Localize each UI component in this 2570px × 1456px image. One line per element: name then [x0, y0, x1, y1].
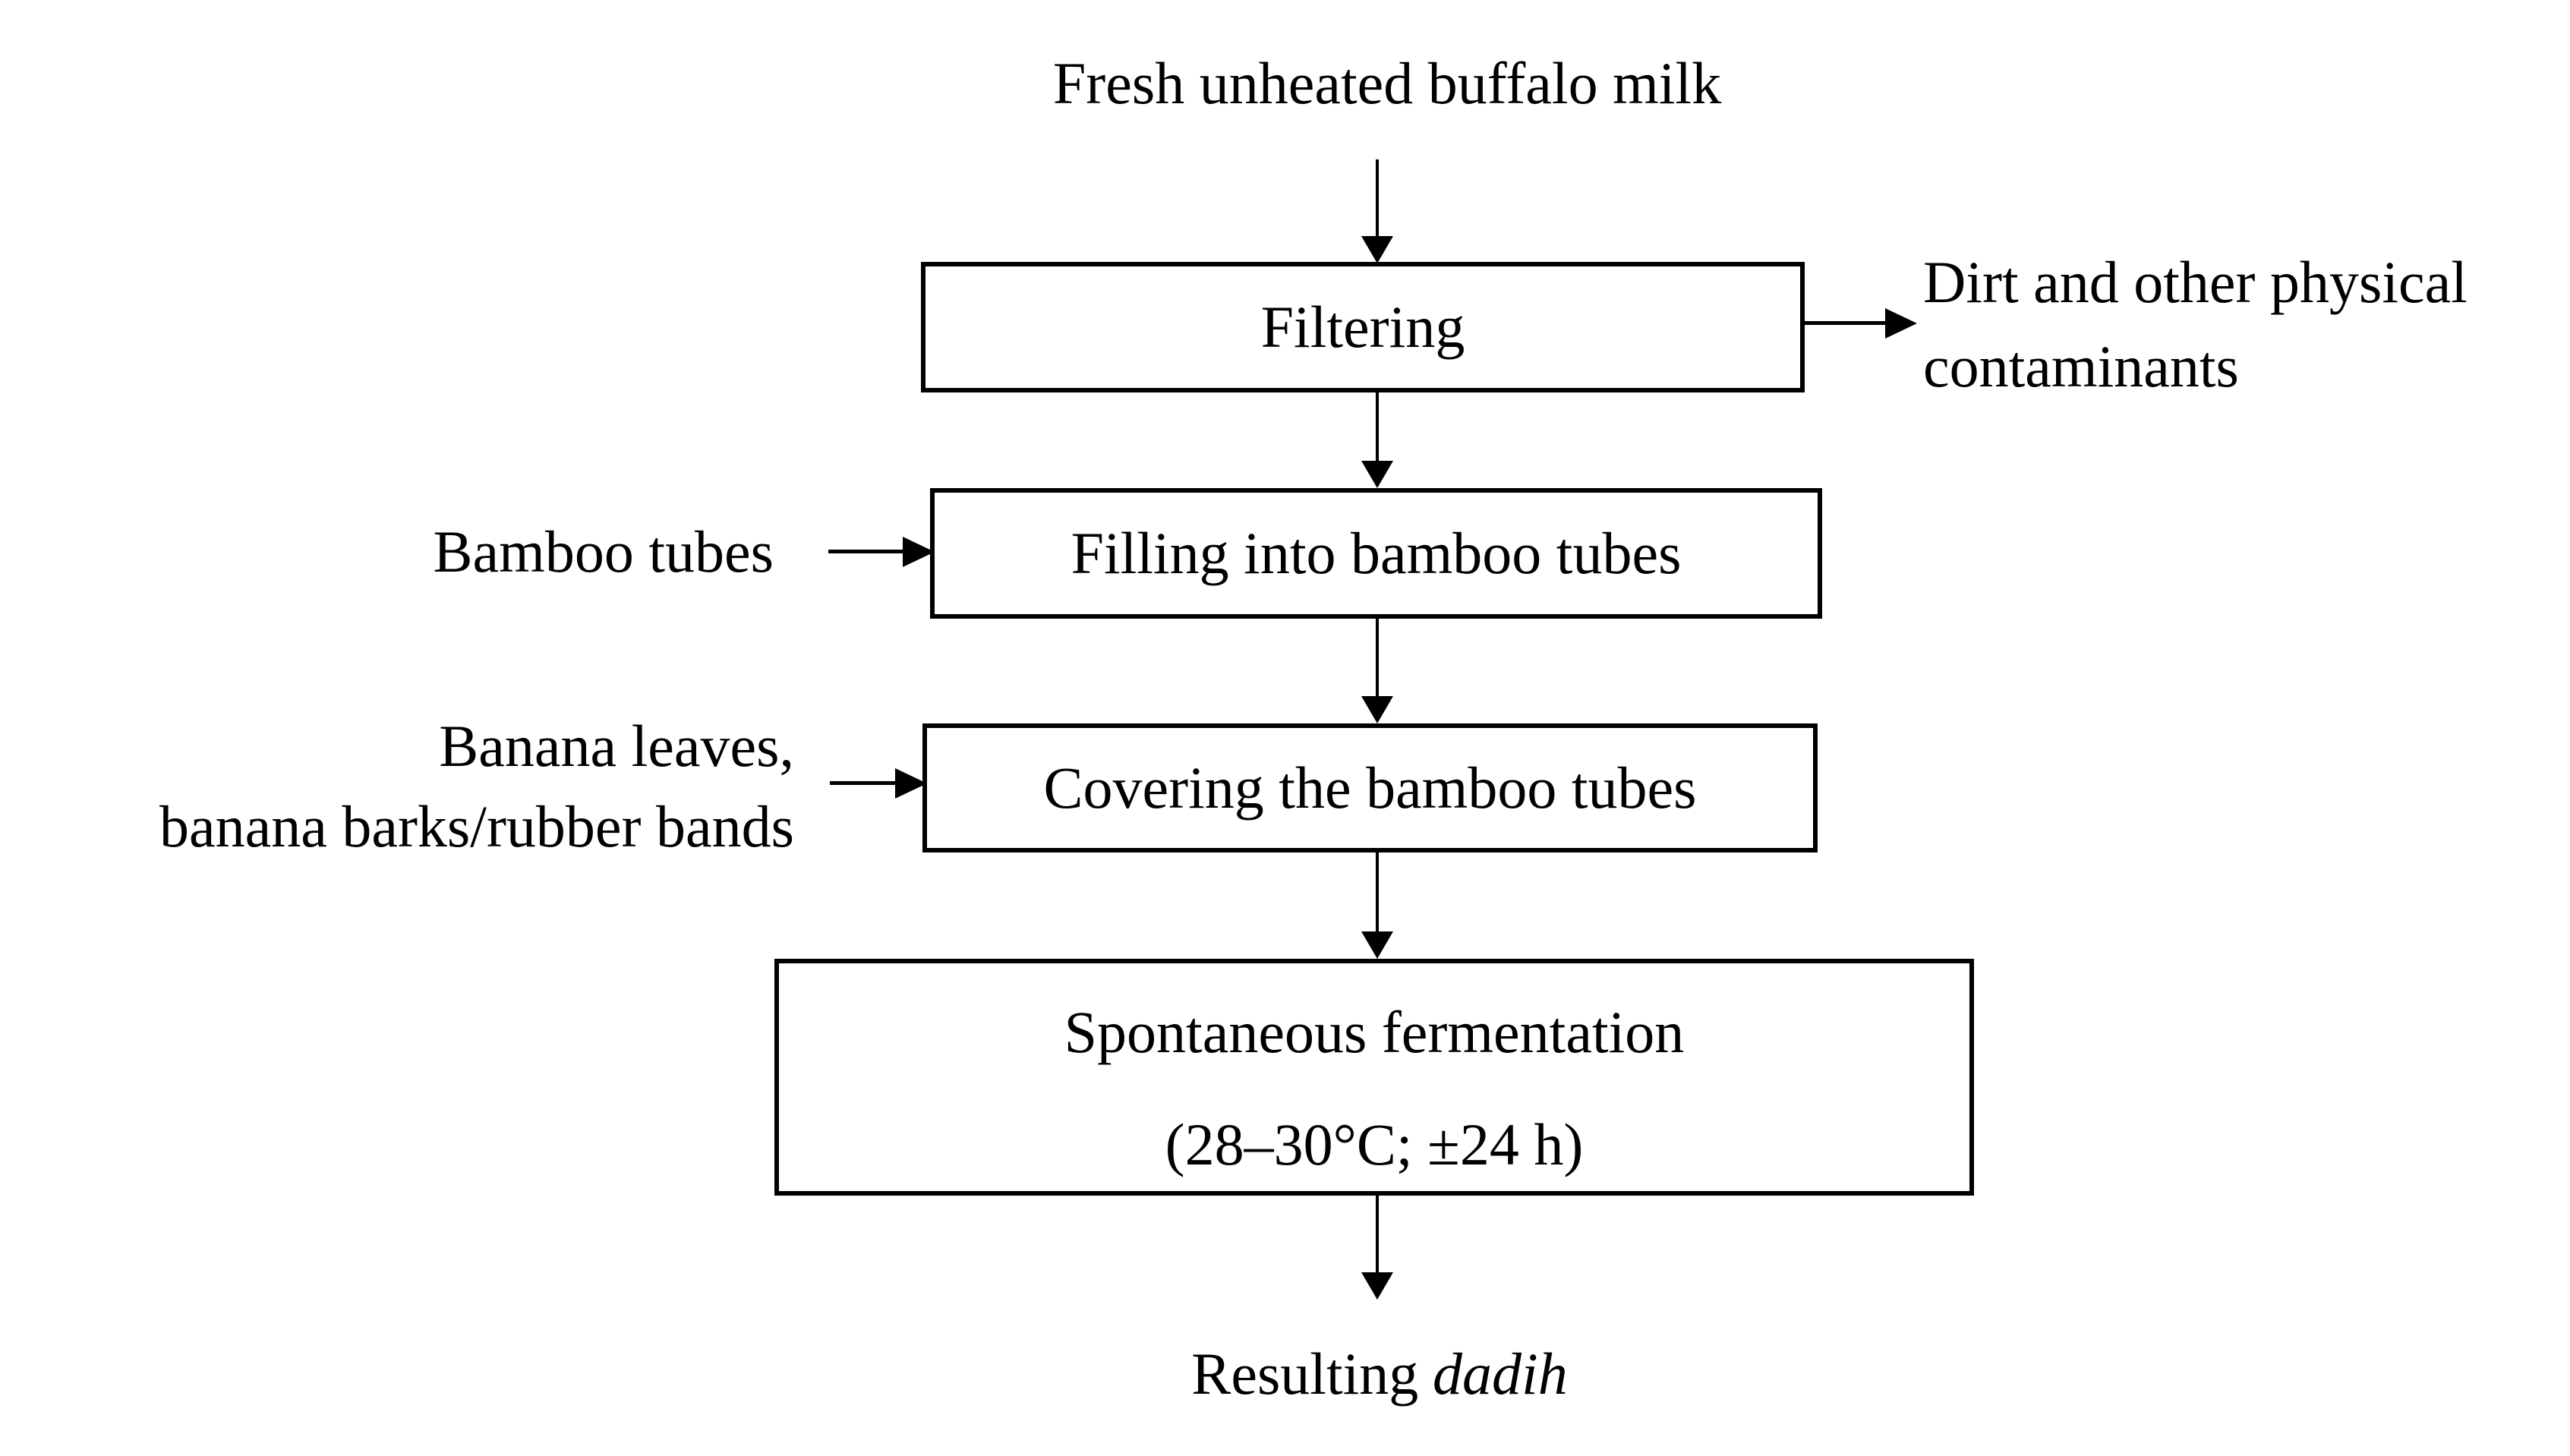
- banana-input-label-line2: banana barks/rubber bands: [159, 793, 794, 859]
- arrowhead-right-icon: [903, 537, 935, 567]
- process-box-fermentation: Spontaneous fermentation (28–30°C; ±24 h…: [774, 959, 1974, 1196]
- byproduct-label-line1: Dirt and other physical: [1923, 249, 2468, 315]
- arrow-covering-to-fermentation: [1361, 852, 1393, 959]
- arrow-stem: [830, 781, 897, 785]
- arrowhead-down-icon: [1361, 931, 1393, 959]
- arrowhead-down-icon: [1361, 461, 1393, 488]
- arrow-stem: [1376, 619, 1379, 698]
- source-milk-label: Fresh unheated buffalo milk: [1052, 50, 1722, 116]
- arrow-filtering-to-byproduct: [1805, 308, 1917, 339]
- arrow-stem: [1376, 1196, 1379, 1274]
- bamboo-tubes-label: Bamboo tubes: [433, 518, 774, 585]
- process-box-filtering: Filtering: [921, 262, 1805, 392]
- filling-label: Filling into bamboo tubes: [1071, 520, 1682, 586]
- arrowhead-down-icon: [1361, 696, 1393, 723]
- process-box-covering: Covering the bamboo tubes: [922, 723, 1818, 852]
- arrowhead-down-icon: [1361, 236, 1393, 263]
- arrow-milk-to-filtering: [1361, 159, 1393, 263]
- arrow-stem: [1376, 392, 1379, 462]
- banana-input-label: Banana leaves, banana barks/rubber bands: [159, 706, 794, 867]
- fermentation-conditions-label: (28–30°C; ±24 h): [1165, 1111, 1584, 1177]
- arrow-stem: [828, 550, 904, 553]
- arrow-banana-to-covering: [830, 768, 927, 799]
- byproduct-label-line2: contaminants: [1923, 333, 2239, 399]
- arrow-bamboo-to-filling: [828, 537, 935, 567]
- arrow-stem: [1376, 159, 1379, 238]
- arrow-stem: [1805, 321, 1887, 325]
- arrow-fermentation-to-result: [1361, 1196, 1393, 1300]
- result-dadih-emphasis: dadih: [1433, 1341, 1568, 1407]
- arrow-stem: [1376, 852, 1379, 933]
- fermentation-label: Spontaneous fermentation: [1064, 999, 1685, 1065]
- byproduct-label: Dirt and other physical contaminants: [1923, 240, 2468, 408]
- result-prefix: Resulting: [1191, 1341, 1419, 1407]
- arrowhead-right-icon: [895, 768, 927, 799]
- covering-label: Covering the bamboo tubes: [1043, 755, 1697, 821]
- arrow-filling-to-covering: [1361, 619, 1393, 723]
- arrow-filtering-to-filling: [1361, 392, 1393, 488]
- banana-input-label-line1: Banana leaves,: [439, 713, 794, 779]
- arrowhead-right-icon: [1885, 308, 1917, 339]
- process-box-filling: Filling into bamboo tubes: [930, 488, 1822, 619]
- filtering-label: Filtering: [1260, 294, 1465, 360]
- arrowhead-down-icon: [1361, 1272, 1393, 1300]
